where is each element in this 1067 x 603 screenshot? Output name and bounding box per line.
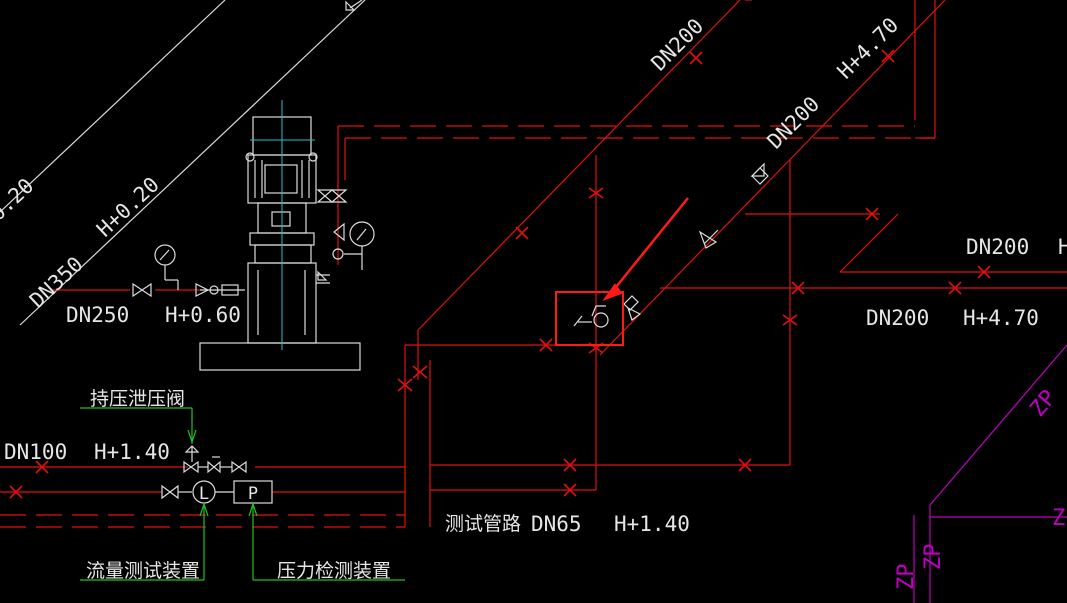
leader-flow-device	[80, 502, 209, 581]
gate-valve-dn250[interactable]	[132, 282, 152, 298]
flow-meter-label: L	[199, 484, 209, 504]
valve-cluster-pump-outlet[interactable]	[316, 189, 375, 270]
valve-diagonal-3[interactable]	[623, 295, 642, 321]
label-h060: H+0.60	[165, 303, 241, 327]
main-pipe-dn350	[0, 0, 366, 326]
pipe-dn200-upper-diagonal	[417, 0, 752, 380]
label-dn200-right: DN200	[866, 306, 929, 330]
flow-meter[interactable]: L	[192, 480, 234, 504]
label-flow-device: 流量测试装置	[86, 560, 200, 582]
pressure-gauge-label: P	[248, 484, 258, 504]
label-dn200-top: DN200	[647, 14, 709, 76]
valve-diagonal-1[interactable]	[750, 162, 769, 185]
label-zp-vertical-2: ZP	[921, 544, 946, 571]
pressure-switch-symbol[interactable]	[573, 305, 609, 328]
pipe-dashed-top	[337, 125, 935, 265]
pressure-gauge-suction[interactable]	[154, 244, 179, 290]
label-h-partial: H	[1058, 235, 1067, 259]
label-pressure-valve: 持压泄压阀	[90, 388, 185, 410]
label-dn100: DN100	[4, 440, 67, 464]
gate-valve-flow[interactable]	[161, 484, 192, 500]
label-zp-diagonal: ZP	[1025, 385, 1061, 421]
pipe-test-loop	[404, 155, 790, 527]
label-h140-left: H+1.40	[94, 440, 170, 464]
label-test-pipe: 测试管路	[445, 513, 521, 535]
label-zp-vertical-1: ZP	[894, 564, 919, 591]
label-dn250: DN250	[66, 303, 129, 327]
pump-unit[interactable]	[199, 100, 361, 371]
label-h470-right: H+4.70	[963, 306, 1039, 330]
zp-pipe	[913, 344, 1067, 603]
check-valve-dn250[interactable]	[195, 283, 239, 297]
pipe-dn100	[0, 466, 405, 528]
pipe-dn200-right	[660, 160, 1067, 465]
label-pressure-device: 压力检测装置	[277, 560, 391, 582]
label-h140-bottom: H+1.40	[614, 512, 690, 536]
label-h470-top: H+4.70	[833, 13, 904, 84]
highlight-box[interactable]	[555, 291, 624, 346]
label-dn65: DN65	[531, 512, 582, 536]
leader-pressure-device	[248, 502, 405, 581]
valve-diagonal-2[interactable]	[698, 229, 719, 249]
label-dn200-right-top: DN200	[966, 235, 1029, 259]
label-dn200-mid: DN200	[763, 92, 825, 154]
pipe-break-marks	[9, 49, 991, 499]
leader-pressure-valve	[80, 407, 197, 444]
pressure-relief-valve[interactable]	[183, 445, 247, 474]
label-h020: H+0.20	[92, 172, 164, 241]
highlight-arrow	[602, 197, 689, 302]
text-labels: DN350 H+0.20 0.20 DN250 H+0.60 DN200 H+4…	[0, 13, 1067, 590]
pressure-gauge-box[interactable]: P	[233, 480, 273, 504]
label-z-right: Z	[1052, 506, 1065, 531]
